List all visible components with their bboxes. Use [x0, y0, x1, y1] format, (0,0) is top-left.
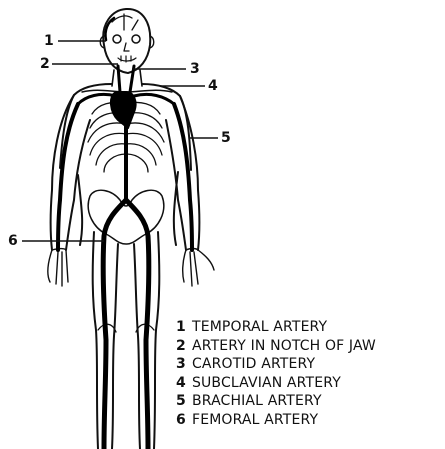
legend-label: CAROTID ARTERY: [192, 356, 315, 372]
legend-number: 3: [176, 355, 192, 374]
right-arm: [166, 96, 200, 250]
arteries: [58, 18, 192, 449]
legend-number: 2: [176, 337, 192, 356]
callout-3: 3: [190, 62, 200, 76]
legend-label: TEMPORAL ARTERY: [192, 319, 327, 335]
legend-label: SUBCLAVIAN ARTERY: [192, 375, 341, 391]
callout-5: 5: [221, 131, 231, 145]
callout-2: 2: [40, 57, 50, 71]
callout-6: 6: [8, 234, 18, 248]
legend-label: ARTERY IN NOTCH OF JAW: [192, 338, 376, 354]
left-hand: [48, 249, 68, 287]
right-hand: [183, 249, 214, 287]
right-eye: [132, 35, 140, 43]
left-eye: [113, 35, 121, 43]
callout-1: 1: [44, 34, 54, 48]
legend-number: 6: [176, 411, 192, 430]
callout-4: 4: [208, 79, 218, 93]
legend-number: 4: [176, 374, 192, 393]
legend-label: BRACHIAL ARTERY: [192, 393, 322, 409]
legend-number: 5: [176, 392, 192, 411]
nose: [124, 43, 129, 51]
skull-sutures: [112, 14, 138, 30]
legend-number: 1: [176, 318, 192, 337]
legend-label: FEMORAL ARTERY: [192, 412, 318, 428]
teeth: [118, 56, 136, 62]
